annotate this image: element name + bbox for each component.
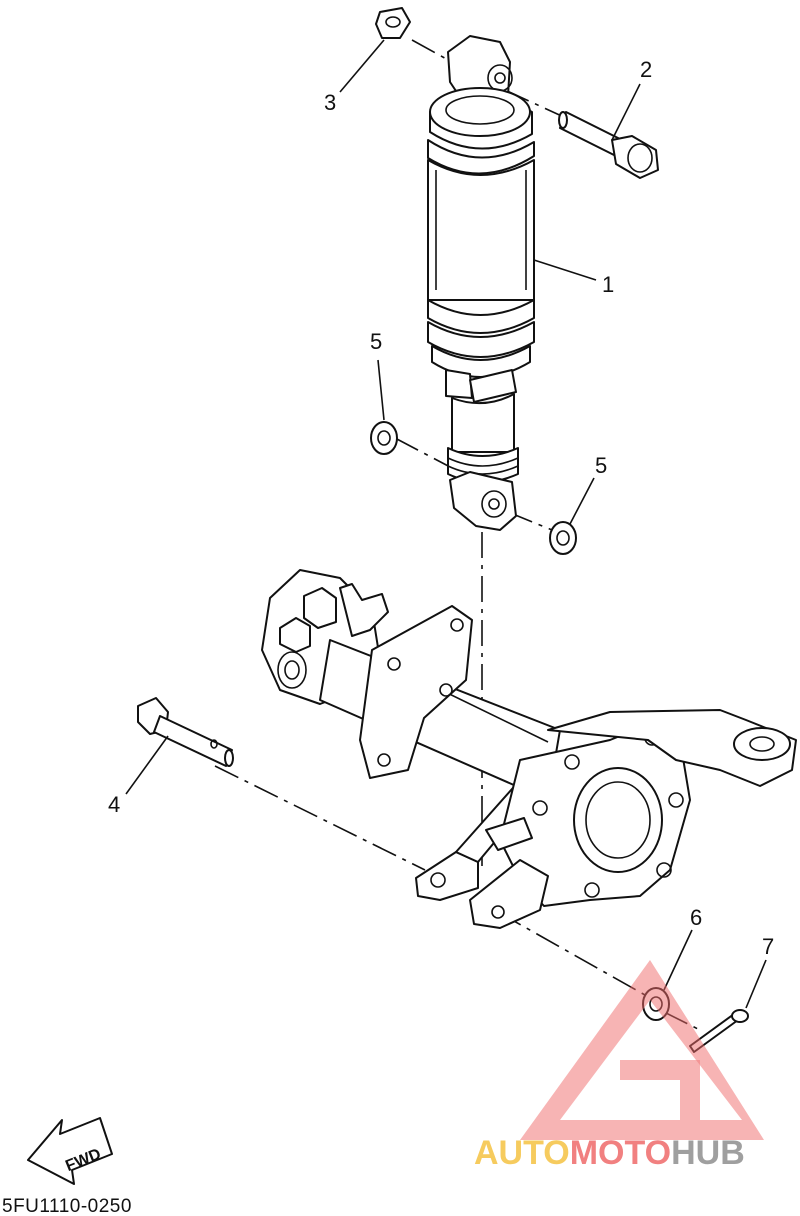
- callout-6: 6: [690, 905, 702, 930]
- fwd-arrow-icon: FWD: [27, 1117, 113, 1185]
- watermark-moto: MOTO: [570, 1134, 671, 1172]
- watermark-hub: HUB: [671, 1134, 745, 1172]
- leader-lines: [125, 39, 767, 1009]
- callout-3: 3: [324, 90, 336, 115]
- callout-5-left: 5: [370, 329, 382, 354]
- svg-text:AUTOMOTOHUB: AUTOMOTOHUB: [474, 1134, 745, 1172]
- diagram-code: 5FU1110-0250: [2, 1196, 132, 1216]
- lower-bolt: [137, 697, 234, 767]
- watermark-logo: AUTOMOTOHUB: [474, 960, 764, 1172]
- upper-washer: [375, 7, 411, 39]
- upper-bolt: [558, 111, 659, 179]
- axle-housing: [261, 569, 797, 929]
- callout-5-right: 5: [595, 453, 607, 478]
- callout-4: 4: [108, 792, 120, 817]
- watermark-auto: AUTO: [474, 1134, 570, 1172]
- callout-1: 1: [602, 272, 614, 297]
- washer-right: [549, 521, 577, 555]
- shock-absorber: [427, 35, 535, 531]
- washer-left: [370, 421, 398, 455]
- callout-7: 7: [762, 934, 774, 959]
- callout-2: 2: [640, 57, 652, 82]
